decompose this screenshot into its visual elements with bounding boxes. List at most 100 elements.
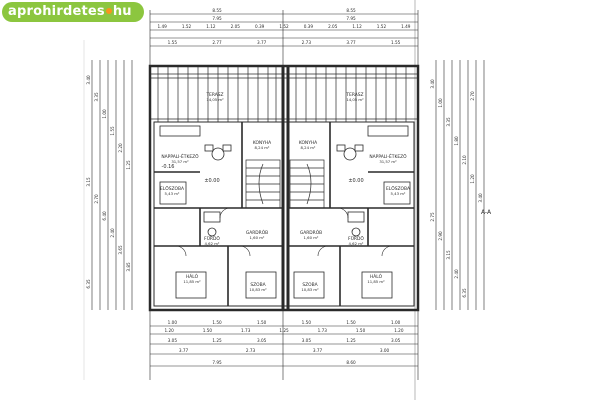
left-dimension-label: 6.40 (102, 211, 107, 221)
bottom-dimension-label: 1.50 (346, 320, 356, 325)
room-name-label: HÁLÓ (186, 273, 199, 280)
left-dimension-label: 1.00 (102, 109, 107, 119)
room-name-label: KONYHA (253, 140, 271, 146)
bottom-dimension-label: 1.73 (318, 328, 328, 333)
top-dimension-lines (149, 10, 419, 66)
bottom-dimension-label: 1.50 (302, 320, 312, 325)
right-dimension-label: 6.35 (462, 288, 467, 298)
level-marker: ±0.00 (204, 178, 219, 184)
left-dimension-label: 3.15 (86, 177, 91, 187)
top-dimension-label: 0.39 (255, 24, 265, 29)
bottom-dimension-label: 3.05 (257, 338, 267, 343)
top-dimension-label: 1.52 (279, 24, 289, 29)
right-dimension-label: 2.10 (462, 155, 467, 165)
right-dimension-label: 3.15 (446, 250, 451, 260)
room-area-label: 14,05 m² (206, 97, 224, 102)
room-name-label: NAPPALI-ÉTKEZŐ (161, 152, 199, 160)
left-dimension-label: 3.85 (126, 262, 131, 272)
room-name-label: NAPPALI-ÉTKEZŐ (369, 152, 407, 160)
level-marker: ±0.00 (348, 178, 363, 184)
bottom-dimension-label: 1.00 (168, 320, 178, 325)
left-dimension-label: 2.70 (94, 194, 99, 204)
staircase (245, 159, 325, 209)
top-dimension-label: 1.55 (168, 40, 178, 45)
bottom-dimension-label: 1.50 (212, 320, 222, 325)
top-dimension-label: 2.05 (328, 24, 338, 29)
top-dimension-label: 7.95 (346, 16, 356, 21)
room-name-label: KONYHA (299, 140, 317, 146)
top-dimension-label: 3.77 (346, 40, 356, 45)
top-dimension-label: 2.05 (231, 24, 241, 29)
top-dimension-label: 1.12 (206, 24, 216, 29)
right-dimension-label: 2.90 (438, 231, 443, 241)
top-dimension-label: 8.55 (346, 8, 356, 13)
right-dimension-label: 1.00 (438, 98, 443, 108)
room-area-label: 5,43 m² (165, 191, 180, 196)
right-dimension-label: 3.35 (446, 117, 451, 127)
bottom-dimension-label: 1.50 (257, 320, 267, 325)
room-area-label: 8,24 m² (255, 145, 270, 150)
top-dimension-label: 2.73 (302, 40, 312, 45)
room-name-label: HÁLÓ (370, 273, 383, 280)
room-name-label: SZOBA (250, 282, 265, 288)
bottom-dimension-label: 1.50 (356, 328, 366, 333)
right-dimension-label: 2.70 (470, 91, 475, 101)
bottom-dimension-label: 2.73 (246, 348, 256, 353)
bottom-dimension-label: 3.05 (168, 338, 178, 343)
room-name-label: ELŐSZOBA (160, 185, 184, 192)
right-dimension-label: 2.40 (454, 269, 459, 279)
bottom-dimension-lines (149, 310, 419, 380)
room-name-label: FÜRDŐ (348, 235, 364, 242)
left-dimension-label: 3.40 (86, 75, 91, 85)
room-area-label: 4,62 m² (205, 241, 220, 246)
room-area-label: 11,85 m² (367, 279, 385, 284)
bottom-dimension-label: 1.25 (212, 338, 222, 343)
bottom-dimension-label: 1.20 (394, 328, 404, 333)
bottom-dimension-label: 3.00 (380, 348, 390, 353)
terrace-rafters (150, 66, 418, 122)
right-dimension-label: 1.20 (470, 174, 475, 184)
right-dimension-label: 2.75 (430, 212, 435, 222)
logo-text-right: hu (112, 4, 132, 19)
room-area-label: 10,83 m² (301, 287, 319, 292)
left-dimension-label: 1.25 (126, 160, 131, 170)
door-arcs (175, 207, 393, 257)
left-dimension-label: 1.55 (110, 126, 115, 136)
room-area-label: 31,57 m² (171, 159, 189, 164)
top-dimension-label: 1.52 (377, 24, 387, 29)
section-axis-label: A-A (481, 209, 492, 216)
bottom-dimension-label: 1.50 (203, 328, 213, 333)
room-name-label: ELŐSZOBA (386, 185, 410, 192)
room-area-label: 1,60 m² (304, 235, 319, 240)
room-name-label: TERASZ (345, 92, 363, 98)
top-dimension-label: 1.49 (158, 24, 168, 29)
bottom-dimension-label: 1.20 (164, 328, 174, 333)
room-name-label: GARDRÓB (300, 229, 322, 236)
bottom-dimension-label: 1.73 (241, 328, 251, 333)
room-area-label: 11,85 m² (183, 279, 201, 284)
top-dimension-label: 2.77 (212, 40, 222, 45)
bottom-dimension-label: 1.25 (279, 328, 289, 333)
bottom-dimension-label: 3.77 (313, 348, 323, 353)
top-dimension-label: 1.12 (352, 24, 362, 29)
level-marker: -0.16 (162, 164, 175, 170)
side-dimension-lines (91, 60, 485, 310)
room-area-label: 1,60 m² (250, 235, 265, 240)
bottom-dimension-label: 1.25 (346, 338, 356, 343)
room-area-label: 14,05 m² (346, 97, 364, 102)
top-dimension-label: 3.77 (257, 40, 267, 45)
right-dimension-label: 3.40 (430, 79, 435, 89)
left-dimension-label: 2.40 (110, 228, 115, 238)
right-dimension-label: 1.80 (454, 136, 459, 146)
room-name-label: SZOBA (302, 282, 317, 288)
top-dimension-label: 1.55 (391, 40, 401, 45)
top-dimension-label: 0.39 (304, 24, 314, 29)
bottom-dimension-label: 3.05 (302, 338, 312, 343)
left-dimension-label: 2.20 (118, 143, 123, 153)
left-dimension-label: 3.65 (118, 245, 123, 255)
bottom-dimension-label: 3.77 (179, 348, 189, 353)
top-dimension-label: 7.95 (212, 16, 222, 21)
